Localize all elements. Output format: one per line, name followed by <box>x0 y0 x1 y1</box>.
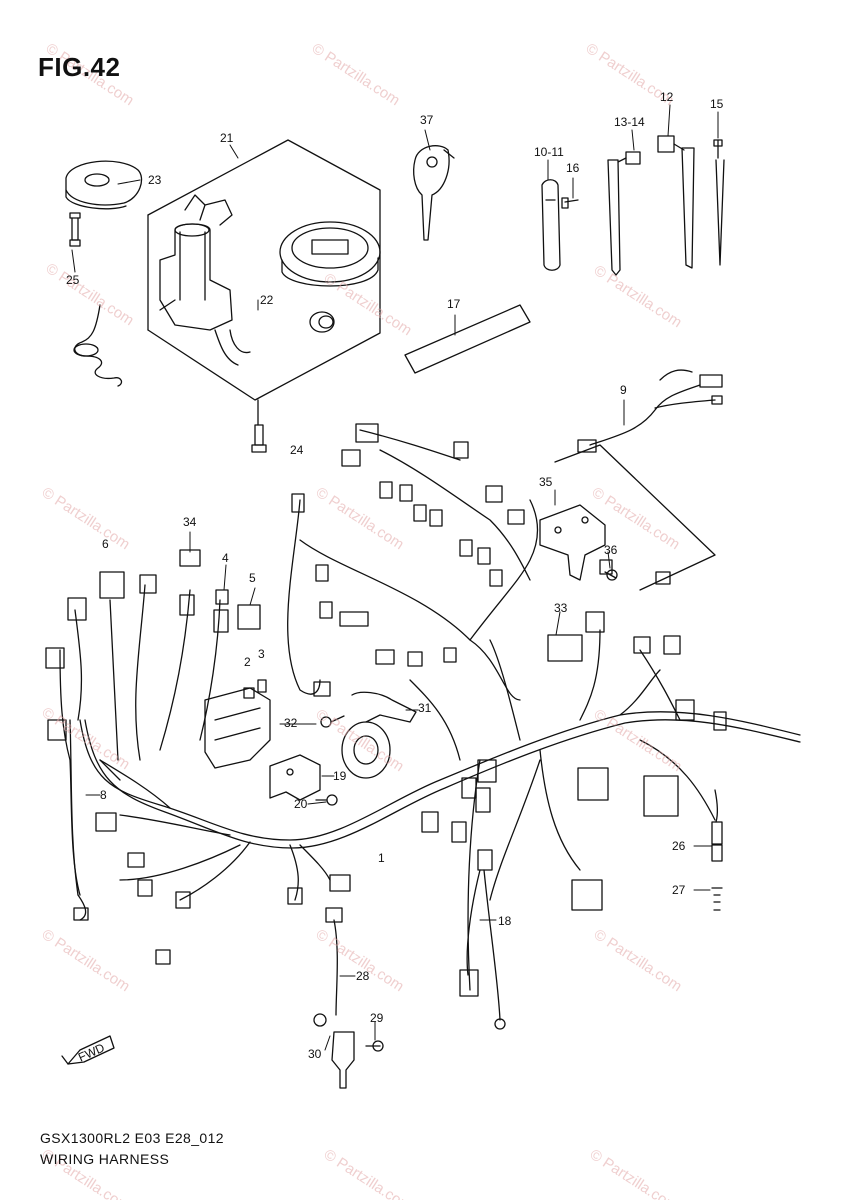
part-37-key <box>413 145 455 241</box>
callout-25[interactable]: 25 <box>66 273 80 287</box>
part-28-lead <box>333 919 338 1016</box>
callout-30[interactable]: 30 <box>308 1047 322 1061</box>
fuse-box <box>204 679 271 769</box>
part-35-bracket <box>539 504 606 581</box>
callout-29[interactable]: 29 <box>370 1011 384 1025</box>
callout-5[interactable]: 5 <box>249 571 256 585</box>
callout-21[interactable]: 21 <box>220 131 234 145</box>
callout-13-14[interactable]: 13-14 <box>614 115 645 129</box>
callout-27[interactable]: 27 <box>672 883 686 897</box>
callout-1[interactable]: 1 <box>378 851 385 865</box>
callout-12[interactable]: 12 <box>660 90 674 104</box>
diagram-caption: WIRING HARNESS <box>40 1151 170 1167</box>
callout-37[interactable]: 37 <box>420 113 434 127</box>
part-30-sensor <box>313 1013 355 1089</box>
part-18-harness <box>466 869 506 1030</box>
coiled-wire <box>73 304 123 387</box>
model-code: GSX1300RL2 E03 E28_012 <box>40 1130 224 1146</box>
part-29-screw <box>365 1040 384 1052</box>
part-10-11-clamp <box>541 179 561 271</box>
lock-cylinder <box>309 311 335 333</box>
fuel-cap-lock <box>279 221 381 287</box>
callout-32[interactable]: 32 <box>284 716 298 730</box>
part-32-screw <box>320 715 345 728</box>
part-15-tie <box>713 139 725 266</box>
callout-3[interactable]: 3 <box>258 647 265 661</box>
callout-19[interactable]: 19 <box>333 769 347 783</box>
callout-34[interactable]: 34 <box>183 515 197 529</box>
callout-20[interactable]: 20 <box>294 797 308 811</box>
part-19-bracket <box>269 754 321 801</box>
callout-2[interactable]: 2 <box>244 655 251 669</box>
callout-23[interactable]: 23 <box>148 173 162 187</box>
part-26-27 <box>711 789 723 911</box>
callout-24[interactable]: 24 <box>290 443 304 457</box>
upper-harness-loop <box>287 429 539 761</box>
part-13-14-tie <box>607 151 641 276</box>
fwd-arrow-icon <box>61 1035 115 1065</box>
part-23-cap <box>65 160 143 210</box>
part-31-horn <box>341 691 417 779</box>
part-9-harness <box>577 369 723 453</box>
callout-31[interactable]: 31 <box>418 701 432 715</box>
right-harness-branches <box>467 629 716 991</box>
callout-22[interactable]: 22 <box>260 293 274 307</box>
connectors <box>45 423 727 997</box>
part-20-screw <box>315 794 338 806</box>
figure-title: FIG.42 <box>38 52 121 82</box>
part-17-tape <box>404 304 531 374</box>
fwd-label: FWD <box>76 1040 107 1064</box>
callout-4[interactable]: 4 <box>222 551 229 565</box>
main-harness-trunk <box>79 711 801 901</box>
callout-35[interactable]: 35 <box>539 475 553 489</box>
callout-6[interactable]: 6 <box>102 537 109 551</box>
part-12-clip <box>657 135 695 269</box>
callout-36[interactable]: 36 <box>604 543 618 557</box>
leader-lines <box>71 104 719 1051</box>
part-24-bolt <box>251 399 267 453</box>
part-8-harness <box>69 719 89 921</box>
part-16-screw <box>561 197 579 209</box>
callout-18[interactable]: 18 <box>498 914 512 928</box>
callout-9[interactable]: 9 <box>620 383 627 397</box>
callout-15[interactable]: 15 <box>710 97 724 111</box>
bracket-group-box <box>554 444 716 591</box>
callout-28[interactable]: 28 <box>356 969 370 983</box>
callout-16[interactable]: 16 <box>566 161 580 175</box>
callout-33[interactable]: 33 <box>554 601 568 615</box>
part-25-bolt <box>69 212 81 247</box>
callout-17[interactable]: 17 <box>447 297 461 311</box>
callout-8[interactable]: 8 <box>100 788 107 802</box>
part-22-ignition-switch <box>159 194 251 366</box>
callout-26[interactable]: 26 <box>672 839 686 853</box>
ignition-group-box <box>147 139 381 401</box>
callout-10-11[interactable]: 10-11 <box>534 145 564 159</box>
